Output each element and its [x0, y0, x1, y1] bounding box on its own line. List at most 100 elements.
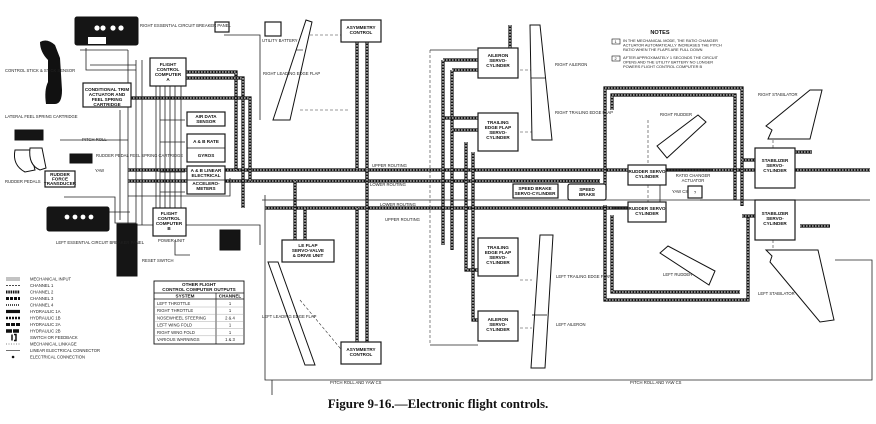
left-aileron-surface: [530, 234, 554, 369]
svg-text:A & B RATE: A & B RATE: [193, 139, 219, 144]
left-rudder-label: LEFT RUDDER: [663, 272, 692, 277]
legend-label: MECHANICAL LINKAGE: [30, 342, 77, 347]
note-2-text: AFTER APPROXIMATELY 1 SECONDS THE CIRCUI…: [623, 55, 719, 69]
legend-item: MECHANICAL LINKAGE: [6, 342, 77, 347]
left-stabilator-surface: [764, 249, 835, 323]
legend-label: ELECTRICAL CONNECTION: [30, 355, 85, 360]
control-stick-icon: [40, 40, 62, 104]
right-te-flap-label: RIGHT TRAILING EDGE FLAP: [555, 110, 613, 115]
right-rudder-label: RIGHT RUDDER: [660, 112, 692, 117]
legend-item: MECHANICAL INPUT: [6, 277, 71, 282]
reset-switch-panel: [116, 223, 138, 277]
mechanical-input-legend-icon: [6, 277, 20, 281]
legend-item: HYDRAULIC 1A: [6, 309, 61, 314]
equipment: [14, 16, 282, 277]
utility-battery-icon: [214, 21, 230, 33]
outputs-table-system: RIGHT THROTTLE: [157, 308, 193, 313]
lower-routing-label-2: LOWER ROUTING: [380, 202, 416, 207]
legend-item: SWITCH OR FEEDBACK: [11, 333, 78, 342]
hydraulic-buses: [128, 25, 870, 348]
left-stabilator-label: LEFT STABILATOR: [758, 291, 795, 296]
pitch-roll-yaw-label-right: PITCH ROLL AND YAW CS: [630, 380, 682, 385]
legend-item: CHANNEL 1: [6, 283, 54, 288]
outputs-table-channel: 1: [229, 330, 232, 335]
legend-label: LINEAR ELECTRICAL CONNECTOR: [30, 348, 100, 353]
power-unit-icon: [219, 229, 241, 251]
outputs-table-channel: 1 & 3: [225, 337, 235, 342]
left-aileron-label: LEFT AILERON: [556, 322, 585, 327]
legend-item: CHANNEL 2: [6, 290, 54, 295]
outputs-table-header-channel: CHANNEL: [219, 294, 242, 299]
upper-routing-label: UPPER ROUTING: [372, 163, 407, 168]
legend-item: LINEAR ELECTRICAL CONNECTOR: [6, 348, 100, 353]
outputs-table-system: NOSEWHEEL STEERING: [157, 315, 206, 320]
left-breaker-panel: [46, 206, 110, 232]
right-stabilator-surface: [765, 89, 823, 140]
legend-label: SWITCH OR FEEDBACK: [30, 335, 78, 340]
legend-label: CHANNEL 2: [30, 290, 54, 295]
legend-label: CHANNEL 4: [30, 303, 54, 308]
control-surfaces: [267, 19, 835, 369]
legend-label: MECHANICAL INPUT: [30, 277, 71, 282]
power-unit-label: POWER UNIT: [158, 238, 185, 243]
upper-routing-label-2: UPPER ROUTING: [385, 217, 420, 222]
legend-item: CHANNEL 3: [6, 296, 54, 301]
legend-label: HYDRAULIC 1B: [30, 316, 61, 321]
left-le-flap-label: LEFT LEADING EDGE FLAP: [262, 314, 317, 319]
legend-label: HYDRAULIC 2B: [30, 329, 61, 334]
pitch-roll-label: PITCH ROLL: [82, 137, 107, 142]
note-1-marker: 1: [615, 39, 617, 44]
utility-battery-label: UTILITY BATTERY: [262, 38, 298, 43]
left-breaker-label: LEFT ESSENTIAL CIRCUIT BREAKER PANEL: [56, 240, 145, 245]
left-rudder-surface: [659, 245, 716, 286]
yaw-cs-label: YAW CS: [672, 189, 688, 194]
right-aileron-label: RIGHT AILERON: [555, 62, 587, 67]
legend-item: ELECTRICAL CONNECTION: [11, 355, 85, 360]
legend-label: CHANNEL 1: [30, 283, 54, 288]
right-breaker-panel: [74, 16, 139, 46]
labels: RIGHT ESSENTIAL CIRCUIT BREAKER PANEL UT…: [5, 23, 797, 385]
lower-routing-label: LOWER ROUTING: [370, 182, 406, 187]
rudder-pedals-label: RUDDER PEDALS: [5, 179, 41, 184]
legend-label: CHANNEL 3: [30, 296, 54, 301]
